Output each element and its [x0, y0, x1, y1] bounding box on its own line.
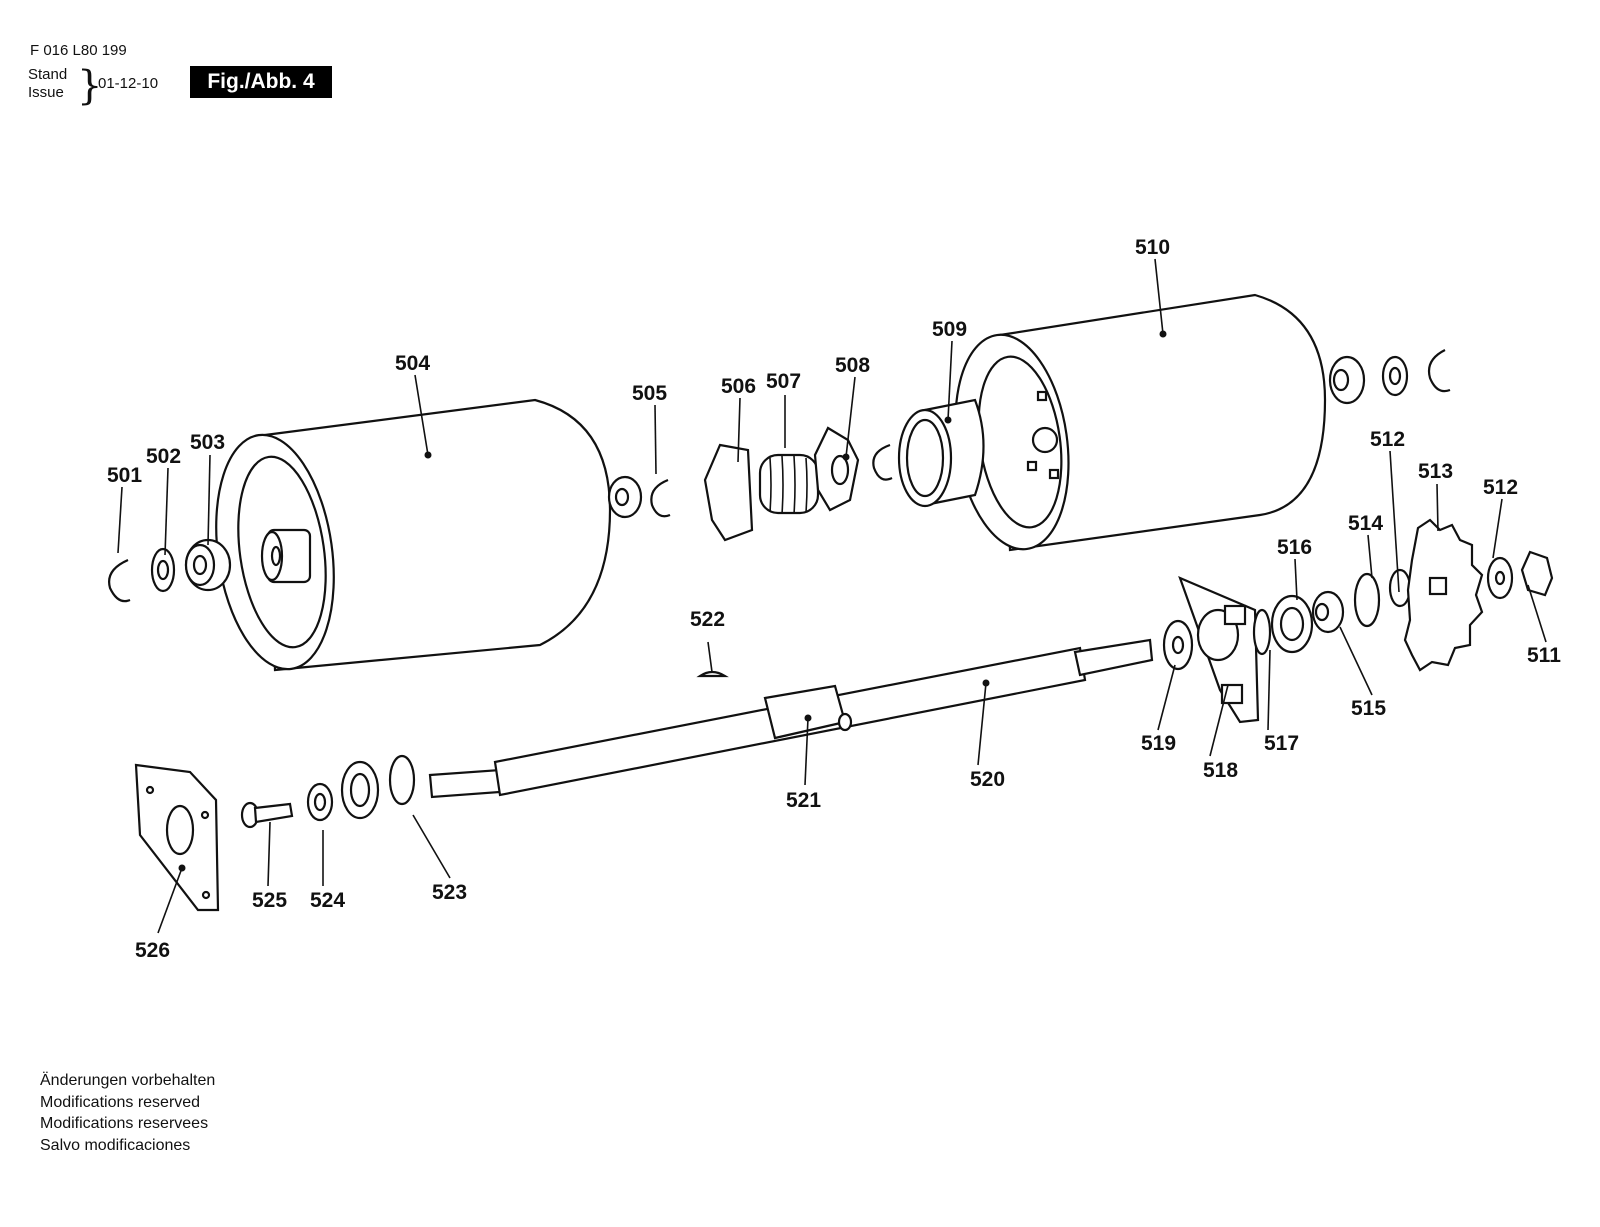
figure-badge: Fig./Abb. 4 — [190, 66, 332, 98]
small-parts-drawing — [108, 349, 1451, 603]
document-number: F 016 L80 199 — [30, 42, 127, 59]
part-label-507: 507 — [766, 370, 801, 393]
part-label-509: 509 — [932, 318, 967, 341]
part-label-526: 526 — [135, 939, 170, 962]
part-label-503: 503 — [190, 431, 225, 454]
part-label-523: 523 — [432, 881, 467, 904]
part-label-514: 514 — [1348, 512, 1383, 535]
footer-note-es: Salvo modificaciones — [40, 1136, 191, 1154]
sleeve-509-drawing — [897, 398, 985, 508]
part-label-508: 508 — [835, 354, 870, 377]
footer-note-en: Modifications reserved — [40, 1093, 201, 1111]
issue-label: Issue — [28, 84, 64, 101]
part-label-517: 517 — [1264, 732, 1299, 755]
part-label-510: 510 — [1135, 236, 1170, 259]
part-label-522: 522 — [690, 608, 725, 631]
part-label-505: 505 — [632, 382, 667, 405]
right-end-parts-drawing — [1162, 518, 1554, 724]
part-label-516: 516 — [1277, 536, 1312, 559]
drum-510-drawing — [954, 293, 1327, 552]
part-label-520: 520 — [970, 768, 1005, 791]
part-label-511: 511 — [1527, 644, 1561, 667]
part-label-524: 524 — [310, 889, 345, 912]
part-label-518: 518 — [1203, 759, 1238, 782]
stand-label: Stand — [28, 66, 68, 83]
footer-note-fr: Modifications reservees — [40, 1115, 209, 1132]
part-label-525: 525 — [252, 889, 287, 912]
part-label-501: 501 — [107, 464, 142, 487]
leader-dots — [178, 330, 1167, 872]
shaft-520-drawing — [428, 638, 1154, 799]
part-label-502: 502 — [146, 445, 181, 468]
footer-notes: Änderungen vorbehalten Modifications res… — [40, 1070, 215, 1156]
part-label-521: 521 — [786, 789, 821, 812]
part-labels: 501 502 503 504 505 506 507 508 509 510 … — [107, 236, 1561, 962]
leader-lines — [117, 258, 1547, 934]
part-label-506: 506 — [721, 375, 756, 398]
footer-note-de: Änderungen vorbehalten — [40, 1072, 216, 1089]
brace-icon: } — [77, 63, 103, 109]
part-label-504: 504 — [395, 352, 430, 375]
part-label-512-left: 512 — [1370, 428, 1405, 451]
issue-date: 01-12-10 — [98, 75, 159, 92]
drum-504-drawing — [215, 398, 612, 672]
part-label-513: 513 — [1418, 460, 1453, 483]
part-label-515: 515 — [1351, 697, 1386, 720]
part-label-512-right: 512 — [1483, 476, 1518, 499]
left-end-parts-drawing — [134, 754, 416, 912]
part-label-519: 519 — [1141, 732, 1176, 755]
